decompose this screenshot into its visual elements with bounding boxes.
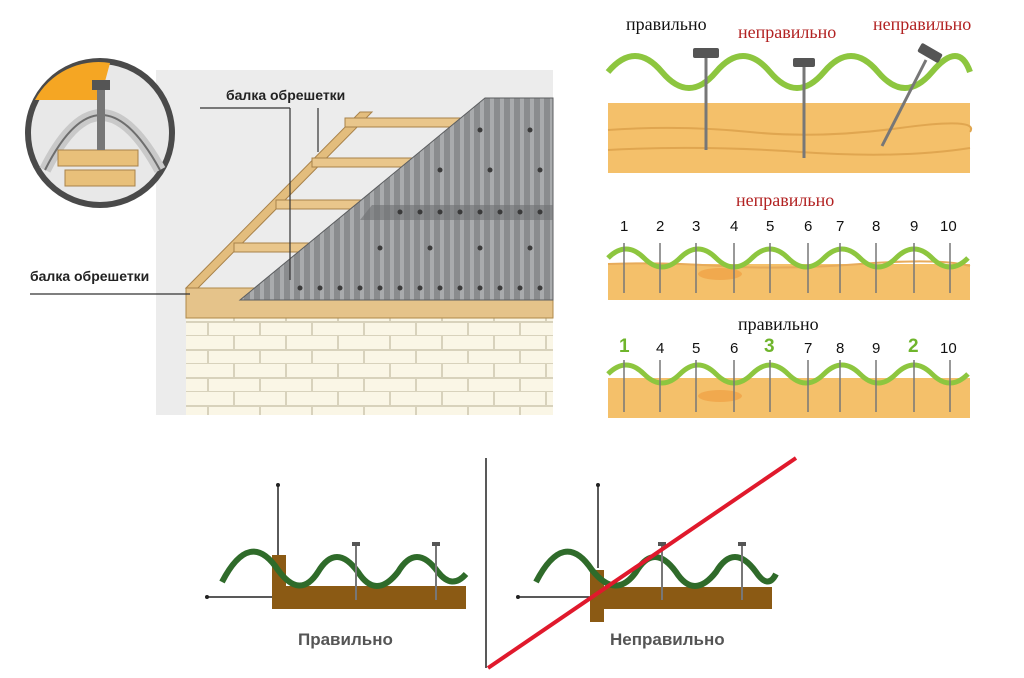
order-wrong-number: 8	[872, 218, 881, 235]
order-wrong-number: 5	[766, 218, 775, 235]
roof-illustration: балка обрешетки балка обрешетки	[0, 0, 560, 420]
order-right-number: 7	[804, 340, 813, 357]
order-right-number: 10	[940, 340, 957, 357]
order-right-panel: правильно 1 4 5 6 3 7 8 9 2 10	[600, 310, 1024, 422]
overlap-correct-diagram	[205, 483, 469, 609]
batten-label-top: балка обрешетки	[226, 87, 346, 103]
order-wrong-title: неправильно	[736, 190, 835, 210]
order-wrong-number: 2	[656, 218, 665, 235]
order-wrong-number: 3	[692, 218, 701, 235]
order-right-number: 9	[872, 340, 881, 357]
overlap-wrong-diagram	[516, 483, 779, 622]
overlap-panel: Правильно Неправильно	[180, 450, 820, 673]
order-wrong-number: 7	[836, 218, 845, 235]
overlap-wrong-label: Неправильно	[610, 630, 725, 649]
order-right-number: 4	[656, 340, 665, 357]
wood-board	[608, 103, 970, 173]
order-right-number: 5	[692, 340, 701, 357]
order-right-title: правильно	[738, 314, 819, 334]
order-right-number-first: 1	[619, 336, 630, 357]
leader-lines	[30, 107, 319, 295]
label-correct: правильно	[626, 14, 707, 34]
overlap-correct-label: Правильно	[298, 630, 393, 649]
order-wrong-number: 1	[620, 218, 629, 235]
nail-wrong-angle	[880, 43, 943, 147]
order-wrong-number: 9	[910, 218, 919, 235]
nail-angle-panel: правильно неправильно неправильно	[600, 0, 1024, 175]
overlap-drawing	[205, 456, 798, 670]
order-wrong-drawing	[606, 243, 971, 300]
order-right-number-third: 3	[764, 336, 775, 357]
corrugated-sheet-profile	[605, 53, 973, 91]
label-wrong-2: неправильно	[873, 14, 972, 34]
nail-wrong-depth	[793, 58, 815, 158]
batten-label-bottom: балка обрешетки	[30, 268, 150, 284]
brick-wall	[186, 316, 553, 415]
order-wrong-number: 10	[940, 218, 957, 235]
cross-out-line	[486, 456, 798, 670]
label-wrong-1: неправильно	[738, 22, 837, 42]
corrugated-sheet	[238, 97, 554, 301]
order-wrong-number: 4	[730, 218, 739, 235]
order-right-number: 8	[836, 340, 845, 357]
nail-angle-drawing	[605, 43, 973, 173]
order-right-drawing	[606, 360, 970, 418]
order-wrong-number: 6	[804, 218, 813, 235]
fastener-dots	[297, 127, 543, 291]
order-right-number: 6	[730, 340, 739, 357]
fastener-detail-circle	[25, 58, 175, 208]
nail-correct	[693, 48, 719, 150]
roof-drawing	[25, 58, 554, 415]
order-right-number-second: 2	[908, 336, 919, 357]
order-wrong-panel: неправильно 1 2 3 4 5 6 7 8 9 10	[600, 188, 1024, 310]
